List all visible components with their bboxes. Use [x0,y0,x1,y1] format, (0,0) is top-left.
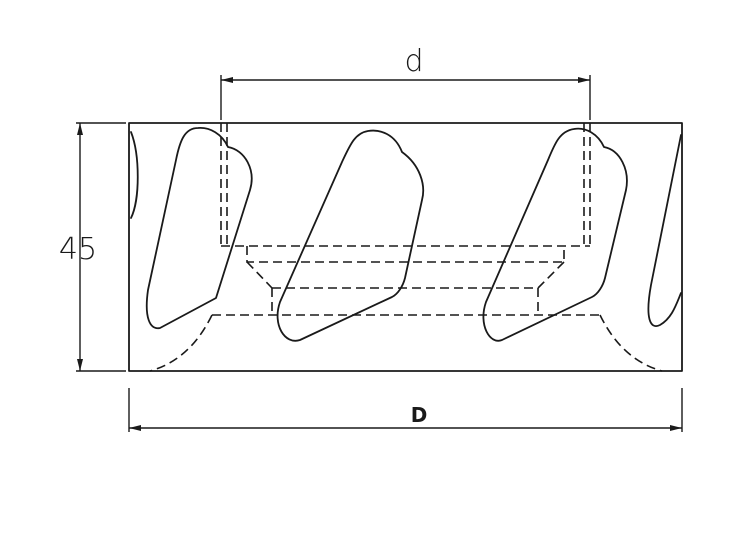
insert-center [276,129,424,342]
insert-left [145,127,253,329]
insert-right-edge [647,134,682,327]
label-d: d [404,44,423,79]
insert-right [482,127,628,342]
hidden-bore-lines [149,123,663,372]
insert-left-edge [130,131,139,219]
label-45: 45 [59,232,97,267]
body-outline [128,122,683,372]
dimension-D: D [128,388,683,432]
dimension-height: 45 [59,122,126,372]
label-D: D [411,403,428,427]
cutting-inserts [130,127,682,342]
dimension-d: d [220,44,591,120]
